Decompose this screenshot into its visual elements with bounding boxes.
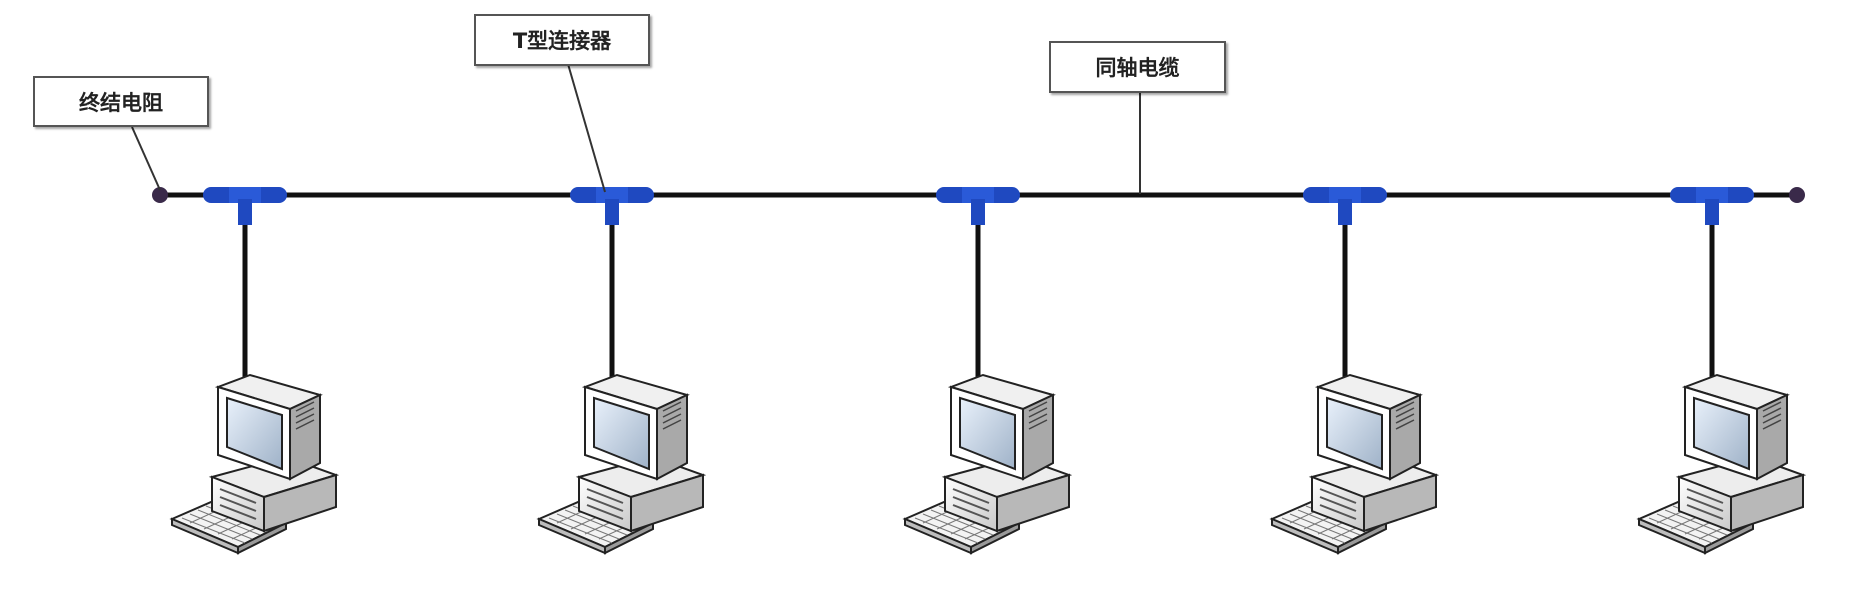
desktop-computer-icon [1271,374,1437,554]
terminator-icon [152,187,168,203]
desktop-computer-icon [538,374,704,554]
desktop-computer-icon [904,374,1070,554]
t-connector-icon [936,187,1020,225]
t-connector-icon [1670,187,1754,225]
desktop-computer-icon [1638,374,1804,554]
terminator-label: 终结电阻 [33,76,209,127]
terminator-icon [1789,187,1805,203]
t-connector-icon [203,187,287,225]
t-connector-icon [1303,187,1387,225]
callout-line-terminator [131,126,161,191]
desktop-computer-icon [171,374,337,554]
callout-line-t-connector [567,63,606,193]
t-connector-label: T型连接器 [474,14,650,66]
coax-cable-label: 同轴电缆 [1049,41,1226,93]
t-connector-icon [570,187,654,225]
